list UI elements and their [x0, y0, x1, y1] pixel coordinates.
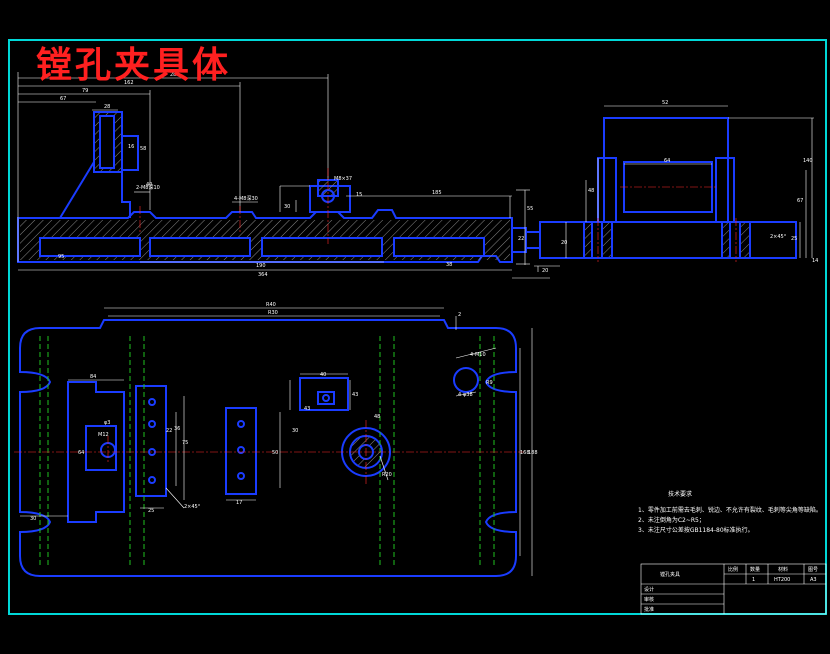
dim-label: 17: [236, 500, 242, 506]
dim-label: 22: [518, 236, 524, 242]
dim-label: 52: [662, 100, 668, 106]
dim-label: R20: [382, 472, 392, 478]
front-view: [17, 111, 541, 263]
dim-label: M8×37: [334, 176, 352, 182]
side-centerlines: [597, 186, 737, 262]
dim-label: 190: [256, 263, 266, 269]
dim-label: 64: [664, 158, 670, 164]
dim-label: 25: [791, 236, 797, 242]
tb-value: A3: [810, 577, 817, 583]
title-block: 镗孔夹具 比例 数量 材料 图号 1 HT200 A3 设计 审核 批准: [640, 563, 827, 615]
dim-label: 168: [520, 450, 530, 456]
tb-value: HT200: [774, 577, 790, 583]
tb-header: 比例: [728, 566, 738, 573]
dim-label: 4-M10: [470, 352, 486, 358]
dim-label: 40: [320, 372, 326, 378]
dim-label: 140: [803, 158, 813, 164]
tb-role: 批准: [644, 606, 654, 613]
dim-label: 25: [148, 508, 154, 514]
drawing-name: 镗孔夹具: [660, 571, 680, 578]
dim-label: 84: [90, 374, 96, 380]
dim-label: 162: [124, 80, 134, 86]
dim-label: 43: [304, 406, 310, 412]
dim-label: 55: [527, 206, 533, 212]
dim-label: 4-φ38: [458, 392, 473, 398]
dim-label: 36: [174, 426, 180, 432]
dim-label: 2×45°: [184, 504, 201, 510]
tb-header: 数量: [750, 566, 760, 573]
note-item: 3、未注尺寸公差按GB1184-80标准执行。: [638, 526, 754, 534]
dim-label: 43: [352, 392, 358, 398]
dim-label: 16: [128, 144, 134, 150]
dim-label: 30: [284, 204, 290, 210]
dim-label: 188: [528, 450, 538, 456]
dim-label: 2: [458, 312, 461, 318]
dim-label: 67: [797, 198, 803, 204]
dim-label: 14: [812, 258, 818, 264]
dimension-labels: 285 162 79 67 28 58 40 30 M8×37 185 15 2…: [30, 72, 818, 522]
dim-label: R30: [268, 310, 278, 316]
notes-heading: 技术要求: [668, 490, 692, 498]
dim-label: 67: [60, 96, 66, 102]
dim-label: 40: [146, 182, 152, 188]
dim-label: 4-M8深30: [234, 195, 258, 202]
dim-label: 48: [588, 188, 594, 194]
drawing-title: 镗孔夹具体: [36, 44, 232, 86]
dim-label: 15: [356, 192, 362, 198]
dim-label: 38: [446, 262, 452, 268]
dim-label: 95: [58, 254, 64, 260]
tb-role: 审核: [644, 596, 654, 603]
dim-label: 75: [182, 440, 188, 446]
dim-label: M12: [98, 432, 109, 438]
dim-label: R40: [266, 302, 276, 308]
dim-label: 50: [272, 450, 278, 456]
tb-header: 图号: [808, 567, 818, 573]
dim-label: 285: [170, 72, 180, 78]
dim-label: 58: [140, 146, 146, 152]
plan-centerlines: [14, 420, 524, 486]
dim-label: 30: [292, 428, 298, 434]
dim-label: φ3: [104, 420, 110, 426]
front-dim-lines: [17, 72, 560, 279]
dim-label: 20: [561, 240, 567, 246]
drawing-frame: [8, 39, 827, 615]
tb-role: 设计: [644, 586, 654, 593]
dim-label: 64: [78, 450, 84, 456]
plan-view: [19, 319, 517, 577]
front-centerlines: [139, 168, 329, 244]
dim-label: R9: [486, 380, 493, 386]
note-item: 2、未注倒角为C2~R5；: [638, 516, 705, 524]
side-dim-lines: [565, 105, 814, 258]
dim-label: 185: [432, 190, 442, 196]
plan-dim-lines: [20, 307, 533, 576]
technical-notes: 技术要求 1、零件加工前需去毛刺、锐边、不允许有裂纹、毛刺等尖角等缺陷。 2、未…: [638, 490, 822, 534]
dim-label: 30: [30, 516, 36, 522]
dim-label: 79: [82, 88, 88, 94]
tb-header: 材料: [778, 566, 788, 573]
dim-label: 48: [374, 414, 380, 420]
tb-value: 1: [752, 577, 755, 583]
dim-label: 20: [542, 268, 548, 274]
dim-label: 2-M8深10: [136, 184, 160, 191]
dim-label: 364: [258, 272, 268, 278]
dim-label: 2×45°: [770, 234, 787, 240]
dim-label: 22: [166, 428, 172, 434]
note-item: 1、零件加工前需去毛刺、锐边、不允许有裂纹、毛刺等尖角等缺陷。: [638, 506, 822, 514]
side-view: [539, 117, 797, 259]
dim-label: 28: [104, 104, 110, 110]
